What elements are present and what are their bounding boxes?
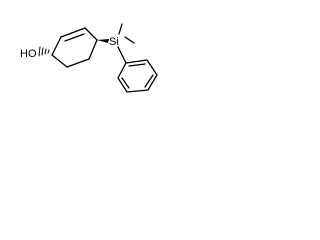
phenyl-hexagon: [117, 59, 158, 93]
ring-bond-c4-c5: [88, 39, 98, 60]
silicon-phenyl-bond: [117, 46, 127, 64]
phenyl-double-bond-3: [121, 77, 130, 89]
ring-bond-c2-c3: [60, 27, 86, 38]
hydroxyl-label: HO: [20, 48, 37, 60]
chemical-structure: HO Si: [20, 23, 158, 93]
silicon-label: Si: [109, 36, 119, 48]
ring-bond-c1-c2: [51, 36, 62, 56]
methyl-bond-top: [118, 23, 123, 35]
phenyl-double-bond-1: [128, 63, 146, 67]
hash-line: [38, 46, 41, 57]
phenyl-double-bond-2: [144, 74, 154, 88]
cyclohexene-ring: [51, 27, 98, 68]
ring-double-bond-inner: [64, 33, 85, 42]
phenyl-ring: [117, 59, 158, 93]
ring-bond-c6-c1: [51, 54, 68, 68]
hash-line: [47, 49, 50, 54]
ring-bond-c5-c6: [66, 58, 90, 68]
hashed-wedge-bond: [38, 46, 50, 57]
ring-bond-c3-c4: [84, 27, 98, 41]
hash-line: [44, 48, 47, 55]
hash-line: [41, 47, 44, 56]
bold-wedge-bond: [97, 39, 109, 43]
methyl-bond-right: [124, 36, 135, 44]
